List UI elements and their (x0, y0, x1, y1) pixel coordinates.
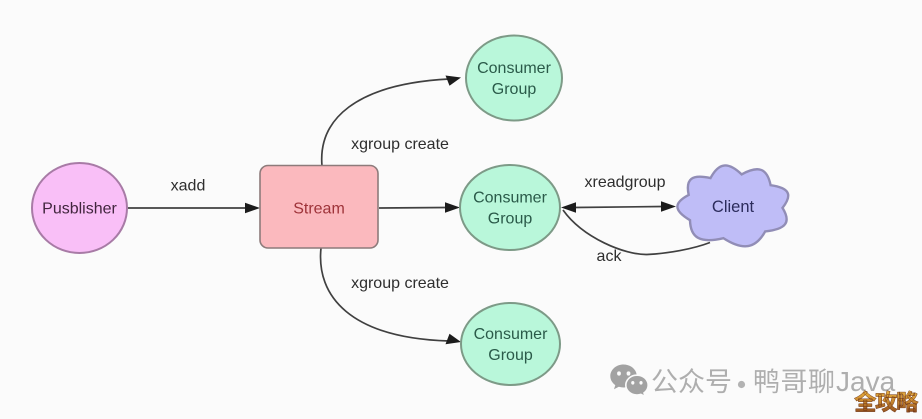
svg-text:Stream: Stream (293, 201, 345, 218)
svg-text:Pusblisher: Pusblisher (42, 201, 117, 218)
svg-text:xgroup create: xgroup create (351, 275, 449, 292)
svg-text:xadd: xadd (171, 178, 206, 195)
svg-text:ack: ack (597, 248, 623, 265)
svg-text:Client: Client (712, 198, 755, 216)
svg-text:xgroup create: xgroup create (351, 136, 449, 153)
svg-text:xreadgroup: xreadgroup (585, 174, 666, 191)
